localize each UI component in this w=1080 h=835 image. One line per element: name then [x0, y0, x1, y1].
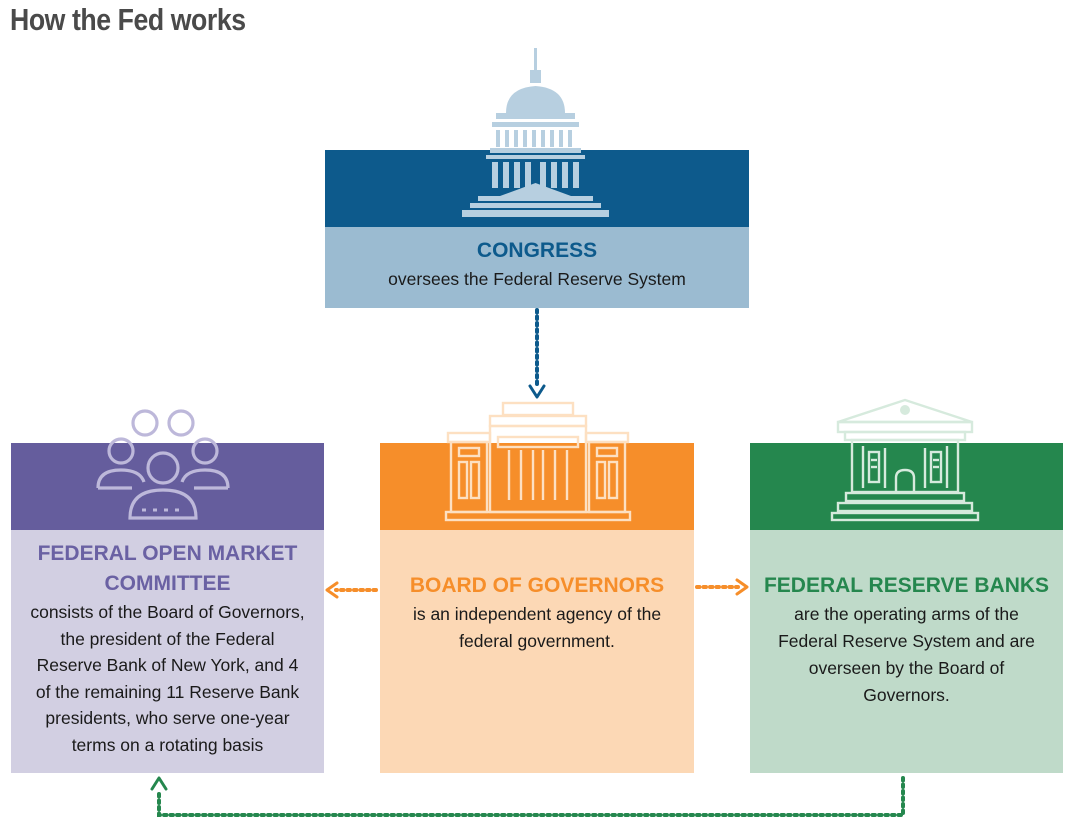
people-group-icon — [96, 409, 230, 520]
congress-heading: CONGRESS — [476, 239, 598, 262]
fomc-heading-line-2: COMMITTEE — [104, 572, 231, 595]
banks-description-line: Federal Reserve System and are — [778, 631, 1035, 651]
banks-icon-band — [750, 443, 1063, 530]
fomc-box: FEDERAL OPEN MARKET COMMITTEE consists o… — [11, 443, 324, 773]
board-heading: BOARD OF GOVERNORS — [409, 574, 665, 597]
fomc-description-line: terms on a rotating basis — [71, 734, 264, 755]
government-building-icon — [444, 401, 632, 522]
capitol-dome-icon — [462, 48, 609, 217]
board-text: BOARD OF GOVERNORS is an independent age… — [380, 571, 694, 655]
connector-board-to-fomc — [325, 581, 378, 599]
fomc-description-line: the president of the Federal — [60, 628, 275, 649]
banks-box: FEDERAL RESERVE BANKS are the operating … — [750, 443, 1063, 773]
fomc-heading-line-1: FEDERAL OPEN MARKET — [37, 542, 298, 565]
fomc-text: FEDERAL OPEN MARKET COMMITTEE consists o… — [11, 539, 324, 758]
connector-banks-to-fomc — [150, 776, 905, 817]
congress-description: oversees the Federal Reserve System — [388, 269, 686, 289]
congress-box: CONGRESS oversees the Federal Reserve Sy… — [325, 150, 749, 308]
bank-building-icon — [830, 398, 980, 522]
board-box: BOARD OF GOVERNORS is an independent age… — [380, 443, 694, 773]
fomc-description-line: Reserve Bank of New York, and 4 — [36, 655, 299, 675]
fomc-description-line: consists of the Board of Governors, — [30, 602, 305, 622]
board-description-line: is an independent agency of the — [412, 604, 662, 624]
fomc-icon-band — [11, 443, 324, 530]
fomc-description-line: presidents, who serve one-year — [45, 708, 290, 728]
connector-board-to-banks — [695, 578, 749, 596]
board-icon-band — [380, 443, 694, 530]
fomc-description-line: of the remaining 11 Reserve Bank — [35, 681, 300, 702]
board-description-line: federal government. — [459, 631, 615, 651]
banks-text: FEDERAL RESERVE BANKS are the operating … — [750, 571, 1063, 709]
banks-description-line: are the operating arms of the — [794, 604, 1019, 624]
banks-description-line: Governors. — [863, 685, 950, 705]
banks-description-line: overseen by the Board of — [808, 658, 1005, 678]
congress-text: CONGRESS oversees the Federal Reserve Sy… — [325, 236, 749, 293]
page-title: How the Fed works — [10, 2, 246, 37]
connector-congress-to-board — [528, 308, 546, 399]
banks-heading: FEDERAL RESERVE BANKS — [763, 574, 1050, 597]
